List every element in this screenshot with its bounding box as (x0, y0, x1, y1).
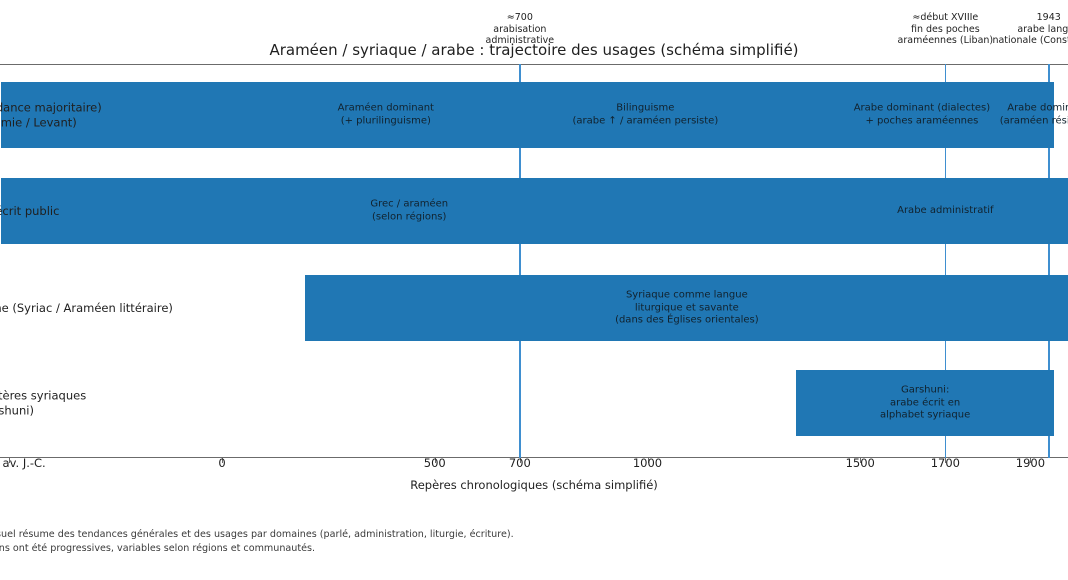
x-tick (434, 458, 436, 463)
x-tick (9, 458, 11, 463)
event-annotation: ≈700 arabisation administrative (485, 12, 555, 46)
x-axis-title: Repères chronologiques (schéma simplifié… (410, 478, 658, 492)
plot-area (0, 64, 1068, 458)
x-tick (1030, 458, 1032, 463)
x-tick (647, 458, 649, 463)
event-annotation: 1943 arabe langue nationale (Constitutio… (992, 12, 1068, 46)
x-tick-label: 1000 (632, 456, 663, 470)
x-tick-label: 1900 (1015, 456, 1046, 470)
x-tick-label: -500 av. J.-C. (0, 456, 46, 470)
x-tick (860, 458, 862, 463)
x-tick-label: 1700 (930, 456, 960, 470)
x-tick (945, 458, 947, 463)
page-title: Araméen / syriaque / arabe : trajectoire… (269, 41, 799, 59)
category-label: Liturgie chrétienne (Syriac / Araméen li… (0, 300, 173, 315)
x-tick-label: 700 (508, 456, 531, 470)
x-tick-label: 0 (218, 456, 226, 470)
x-tick (519, 458, 521, 463)
category-label: Administration / écrit public (0, 203, 60, 218)
event-line (944, 64, 947, 458)
timeline-bar[interactable] (0, 178, 1068, 244)
footnote: Note : Ce visuel résume des tendances gé… (0, 529, 514, 554)
bar-label: Syriaque comme langue liturgique et sava… (615, 289, 759, 326)
category-label: Écriture en caractères syriaques pour l'… (0, 388, 87, 418)
bar-label: Garshuni: arabe écrit en alphabet syriaq… (879, 384, 971, 421)
x-tick-label: 500 (423, 456, 446, 470)
event-line (519, 64, 521, 458)
timeline-bar[interactable]: Syriaque comme langue liturgique et sava… (304, 275, 1068, 341)
timeline-bar[interactable] (0, 82, 1054, 148)
timeline-bar[interactable]: Garshuni: arabe écrit en alphabet syriaq… (796, 370, 1054, 436)
x-tick (222, 458, 223, 463)
event-line (1047, 64, 1050, 458)
event-annotation: ≈début XVIIIe fin des poches araméennes … (897, 12, 994, 46)
category-label: Usage parlé (tendance majoritaire) (Syri… (0, 100, 102, 130)
x-tick-label: 1500 (845, 456, 875, 470)
